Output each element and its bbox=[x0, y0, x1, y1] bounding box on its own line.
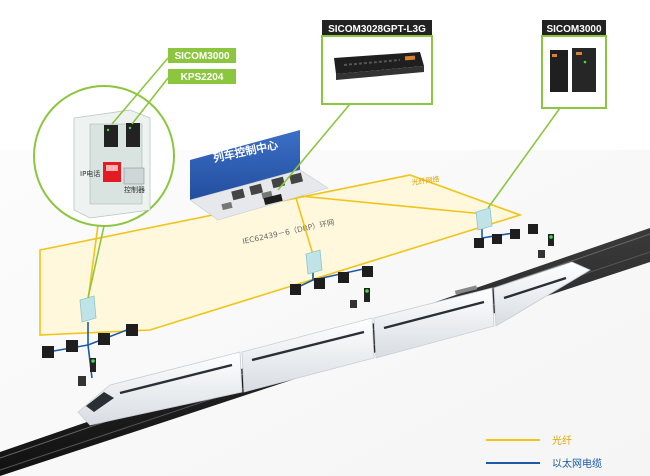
field-devices-middle bbox=[290, 266, 373, 295]
callout-sicom3000-left-text: SICOM3000 bbox=[174, 51, 229, 62]
legend-fiber-label: 光纤 bbox=[552, 434, 572, 447]
ip-phone-icon bbox=[103, 162, 121, 182]
controller-icon bbox=[123, 167, 145, 185]
callout-kps2204: KPS2204 bbox=[168, 69, 236, 84]
railway-signal-right bbox=[538, 234, 554, 258]
cabinet-zoom: IP电话 控制器 bbox=[33, 85, 175, 227]
kps2204-switch-icon bbox=[126, 123, 140, 147]
sicom3028-device-image bbox=[334, 52, 424, 80]
sicom3000-switch-icon bbox=[104, 125, 118, 147]
railway-signal-left bbox=[78, 358, 96, 386]
railway-signal-middle bbox=[350, 288, 370, 308]
callout-sicom3000-right-text: SICOM3000 bbox=[546, 24, 601, 35]
fiber-network-label: 光纤网络 bbox=[411, 174, 440, 187]
callout-sicom3000-right: SICOM3000 bbox=[541, 20, 607, 109]
trackside-switch-right bbox=[475, 207, 493, 231]
callout-kps2204-text: KPS2204 bbox=[181, 72, 224, 83]
legend-ethernet-label: 以太网电缆 bbox=[552, 457, 602, 470]
controller-label: 控制器 bbox=[124, 185, 145, 194]
ip-phone-label: IP电话 bbox=[80, 169, 100, 178]
callout-sicom3028: SICOM3028GPT-L3G bbox=[321, 20, 433, 105]
legend-fiber: 光纤 bbox=[486, 434, 572, 447]
trackside-switch-left bbox=[79, 295, 97, 323]
trackside-switch-middle bbox=[305, 249, 323, 275]
legend: 光纤 以太网电缆 bbox=[486, 434, 602, 470]
legend-ethernet: 以太网电缆 bbox=[486, 457, 602, 470]
fiber-network-zone bbox=[39, 174, 523, 336]
field-devices-left bbox=[42, 324, 138, 358]
high-speed-train bbox=[77, 261, 591, 426]
callout-sicom3000-left: SICOM3000 bbox=[168, 48, 236, 63]
sicom3000-device-image bbox=[550, 48, 596, 92]
field-devices-right bbox=[474, 224, 538, 248]
callout-sicom3028-text: SICOM3028GPT-L3G bbox=[328, 24, 426, 35]
callout-lines bbox=[87, 57, 561, 299]
